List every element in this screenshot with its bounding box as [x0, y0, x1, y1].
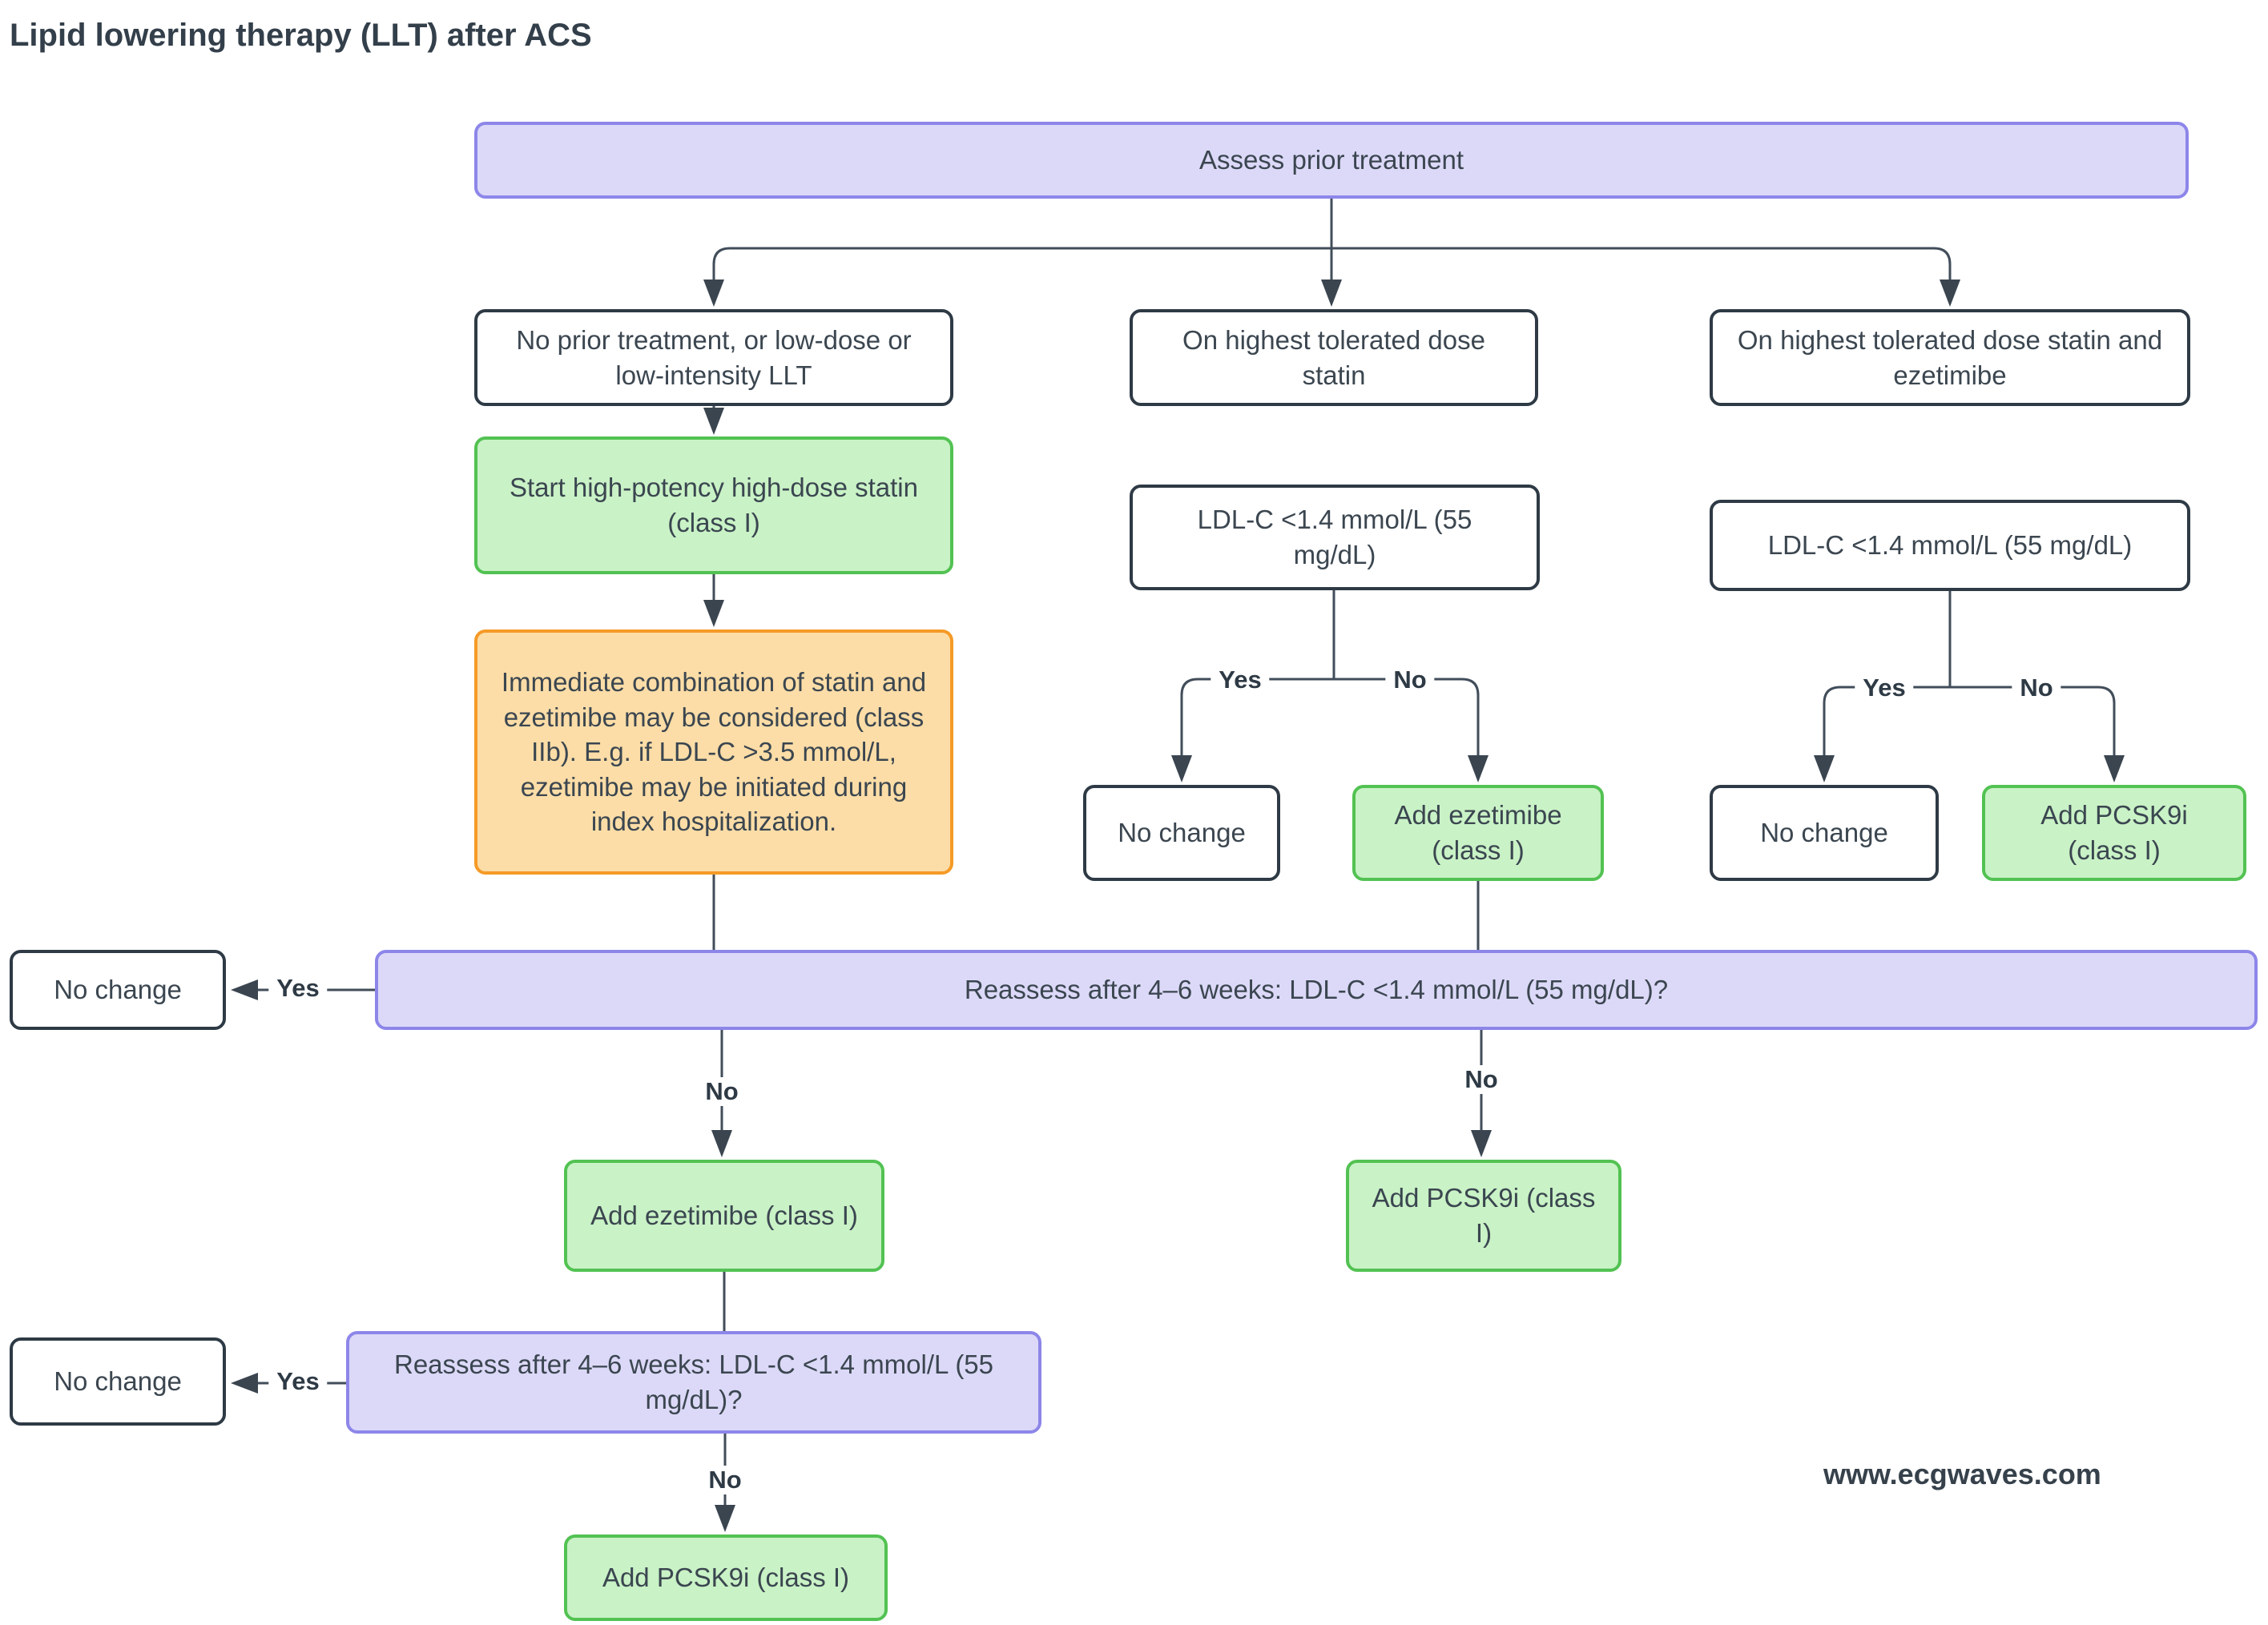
edge-label-no-r2: No — [700, 1466, 750, 1494]
node-start-statin: Start high-potency high-dose statin (cla… — [474, 436, 953, 574]
node-add-pcsk9i-r1: Add PCSK9i (class I) — [1346, 1160, 1621, 1272]
node-label: LDL-C <1.4 mmol/L (55 mg/dL) — [1767, 530, 2133, 561]
node-no-change-r1: No change — [10, 950, 226, 1030]
node-immediate-combination: Immediate combination of statin and ezet… — [474, 629, 953, 875]
node-label: Add PCSK9i (class I) — [1372, 1183, 1596, 1248]
node-highest-dose-statin: On highest tolerated dose statin — [1130, 309, 1538, 406]
edge-label-yes-r1: Yes — [268, 974, 328, 1003]
node-add-ezetimibe-r1: Add ezetimibe (class I) — [564, 1160, 884, 1272]
node-no-change-col2: No change — [1083, 785, 1280, 881]
edge-label-no-col3: No — [2012, 674, 2061, 702]
node-add-pcsk9i-final: Add PCSK9i (class I) — [564, 1534, 888, 1621]
node-label: Add PCSK9i (class I) — [2040, 800, 2188, 865]
node-label: No change — [54, 975, 182, 1005]
edge-label-yes-col2: Yes — [1211, 666, 1270, 694]
node-label: No change — [54, 1366, 182, 1397]
node-ldl-check-col2: LDL-C <1.4 mmol/L (55 mg/dL) — [1130, 485, 1540, 590]
node-label: On highest tolerated dose statin and eze… — [1737, 324, 2163, 390]
node-reassess-2: Reassess after 4–6 weeks: LDL-C <1.4 mmo… — [346, 1331, 1041, 1434]
page-title: Lipid lowering therapy (LLT) after ACS — [10, 18, 592, 53]
node-label: Assess prior treatment — [1198, 145, 1464, 175]
node-label: Immediate combination of statin and ezet… — [501, 667, 927, 837]
node-label: Add PCSK9i (class I) — [602, 1563, 850, 1593]
node-assess-prior-treatment: Assess prior treatment — [474, 122, 2189, 199]
node-reassess-1: Reassess after 4–6 weeks: LDL-C <1.4 mmo… — [375, 950, 2258, 1030]
node-highest-dose-statin-ezetimibe: On highest tolerated dose statin and eze… — [1710, 309, 2190, 406]
node-no-change-col3: No change — [1710, 785, 1939, 881]
edge-label-no-r1-center: No — [1456, 1065, 1506, 1094]
node-label: No change — [1760, 818, 1888, 848]
node-label: No prior treatment, or low-dose or low-i… — [516, 324, 912, 390]
node-ldl-check-col3: LDL-C <1.4 mmol/L (55 mg/dL) — [1710, 500, 2190, 591]
node-label: On highest tolerated dose statin — [1182, 324, 1485, 390]
node-label: No change — [1118, 818, 1246, 848]
node-add-ezetimibe-col2: Add ezetimibe (class I) — [1352, 785, 1604, 881]
node-no-prior-treatment: No prior treatment, or low-dose or low-i… — [474, 309, 953, 406]
node-label: Add ezetimibe (class I) — [590, 1201, 858, 1231]
node-label: Reassess after 4–6 weeks: LDL-C <1.4 mmo… — [393, 1349, 994, 1414]
connector-arrowheads — [231, 280, 2125, 1532]
node-label: Reassess after 4–6 weeks: LDL-C <1.4 mmo… — [964, 975, 1669, 1005]
edge-label-yes-r2: Yes — [268, 1367, 328, 1396]
node-no-change-r2: No change — [10, 1337, 226, 1426]
node-label: Add ezetimibe (class I) — [1394, 800, 1562, 865]
edge-label-no-col2: No — [1385, 666, 1435, 694]
edge-label-no-r1-left: No — [697, 1077, 747, 1106]
node-label: Start high-potency high-dose statin (cla… — [510, 473, 918, 537]
node-add-pcsk9i-col3: Add PCSK9i (class I) — [1982, 785, 2246, 881]
edge-label-yes-col3: Yes — [1855, 674, 1914, 702]
node-label: LDL-C <1.4 mmol/L (55 mg/dL) — [1197, 505, 1472, 569]
website-watermark: www.ecgwaves.com — [1823, 1458, 2101, 1490]
